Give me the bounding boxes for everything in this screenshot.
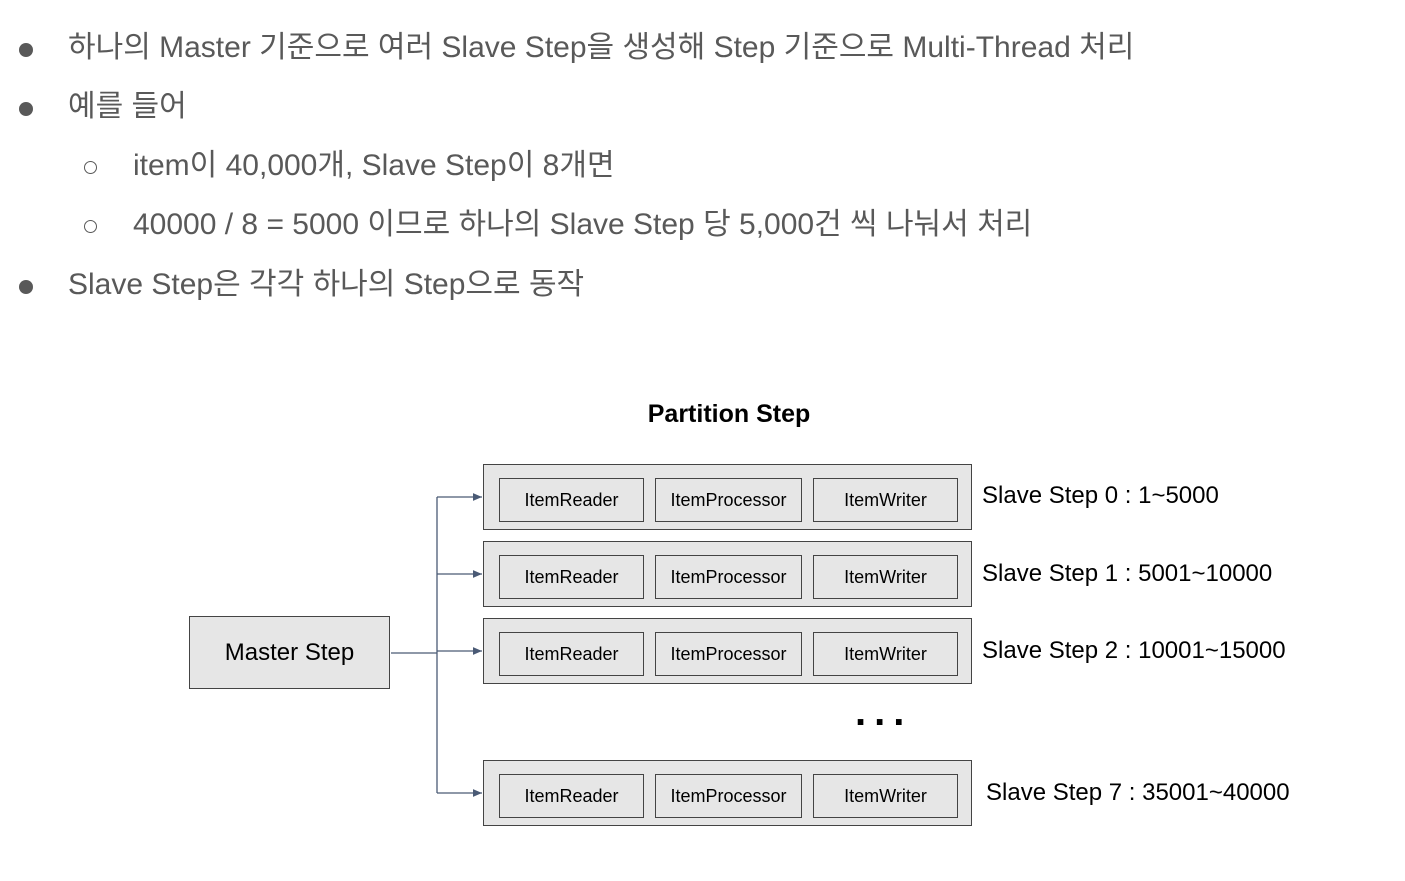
bullet-dot: [19, 280, 33, 294]
sub-bullet-circle: [84, 220, 97, 233]
master-step-box: Master Step: [189, 616, 390, 689]
item-processor-box: ItemProcessor: [655, 632, 802, 676]
item-writer-box: ItemWriter: [813, 774, 958, 818]
item-reader-box: ItemReader: [499, 774, 644, 818]
sub-bullet-item: item이 40,000개, Slave Step이 8개면: [133, 149, 615, 182]
slave-step-box: ItemReader ItemProcessor ItemWriter: [483, 618, 972, 684]
bullet-dot: [19, 43, 33, 57]
item-writer-box: ItemWriter: [813, 632, 958, 676]
item-processor-box: ItemProcessor: [655, 555, 802, 599]
slave-step-label: Slave Step 1 : 5001~10000: [982, 560, 1273, 587]
bullet-item: 하나의 Master 기준으로 여러 Slave Step을 생성해 Step …: [68, 31, 1135, 64]
diagram-title: Partition Step: [647, 400, 811, 428]
item-reader-box: ItemReader: [499, 632, 644, 676]
bullet-item: 예를 들어: [68, 90, 187, 123]
item-processor-box: ItemProcessor: [655, 478, 802, 522]
slave-step-label: Slave Step 2 : 10001~15000: [982, 637, 1286, 664]
ellipsis: ...: [855, 690, 913, 734]
sub-bullet-item: 40000 / 8 = 5000 이므로 하나의 Slave Step 당 5,…: [133, 208, 1033, 241]
bullet-dot: [19, 102, 33, 116]
sub-bullet-circle: [84, 161, 97, 174]
item-reader-box: ItemReader: [499, 555, 644, 599]
slave-step-label: Slave Step 7 : 35001~40000: [986, 779, 1290, 806]
slave-step-box: ItemReader ItemProcessor ItemWriter: [483, 760, 972, 826]
slave-step-box: ItemReader ItemProcessor ItemWriter: [483, 541, 972, 607]
slave-step-box: ItemReader ItemProcessor ItemWriter: [483, 464, 972, 530]
slave-step-label: Slave Step 0 : 1~5000: [982, 482, 1219, 509]
item-reader-box: ItemReader: [499, 478, 644, 522]
item-writer-box: ItemWriter: [813, 478, 958, 522]
item-processor-box: ItemProcessor: [655, 774, 802, 818]
item-writer-box: ItemWriter: [813, 555, 958, 599]
bullet-item: Slave Step은 각각 하나의 Step으로 동작: [68, 268, 585, 301]
